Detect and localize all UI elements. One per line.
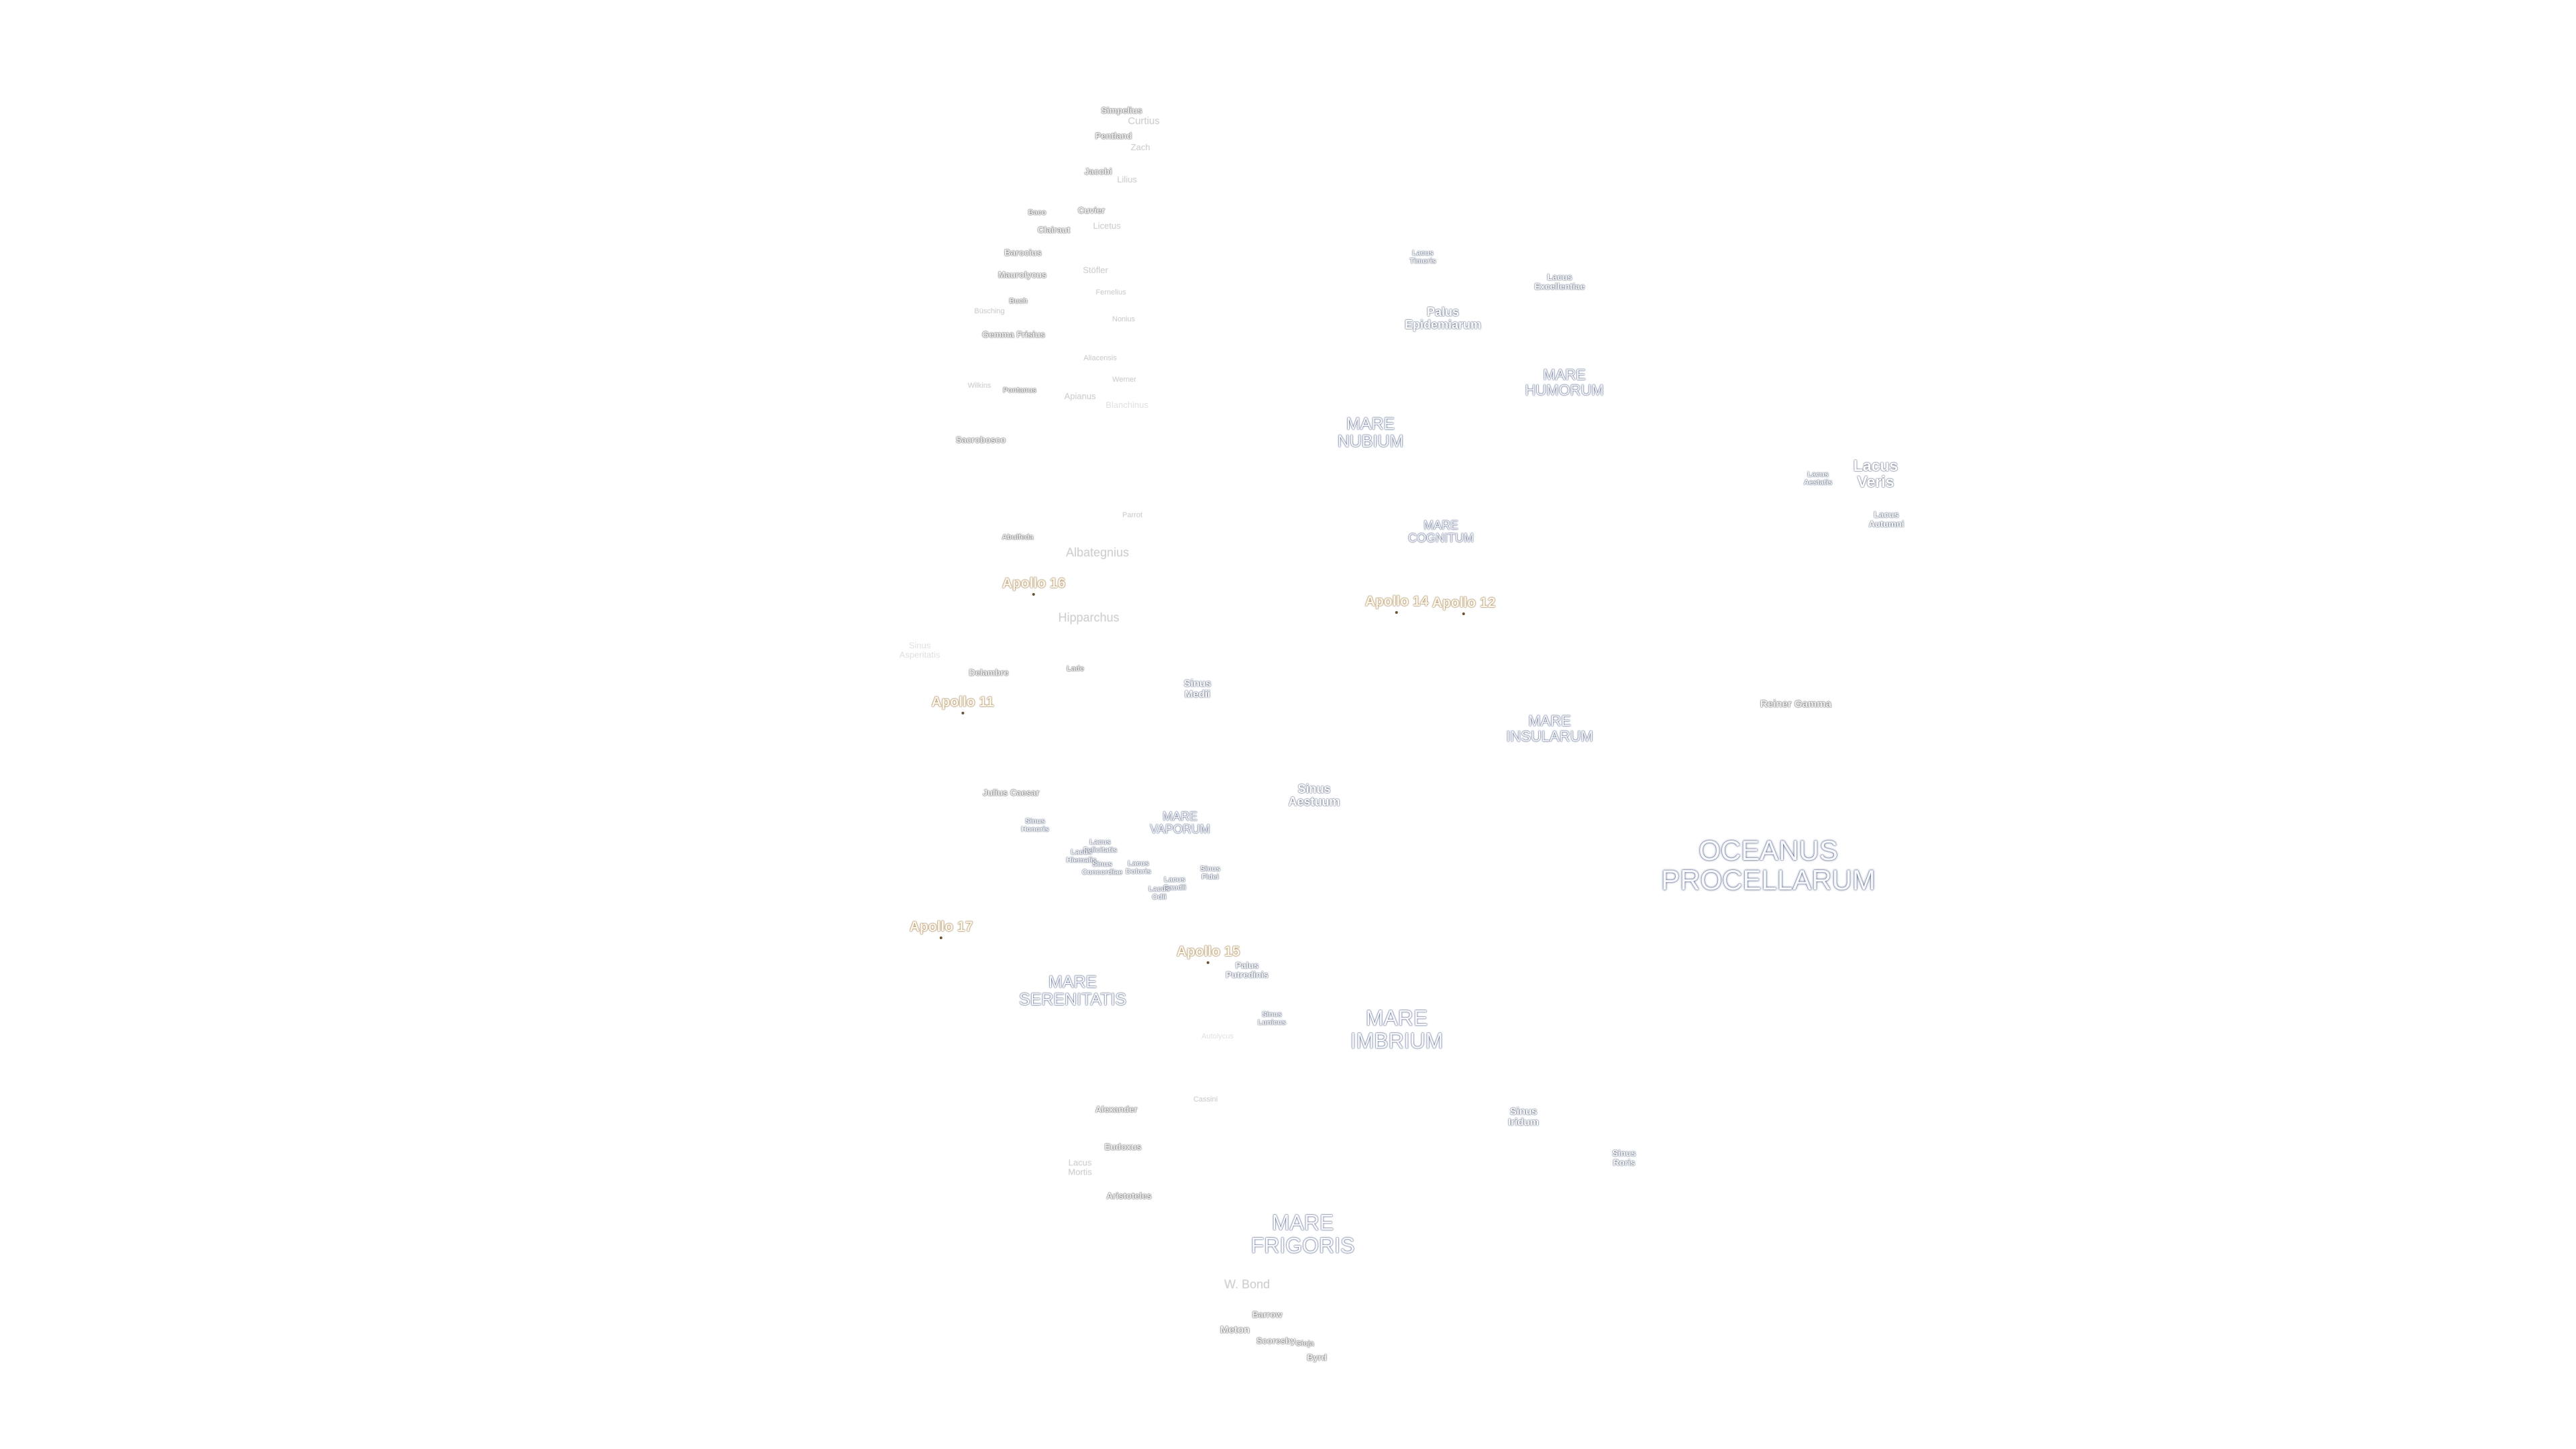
label-eudoxus: Eudoxus [1104,1142,1142,1152]
label-lacus-mortis: Lacus Mortis [1068,1157,1092,1177]
label-autolycus: Autolycus [1201,1032,1234,1041]
label-cuvier: Cuvier [1077,205,1106,216]
label-sinus-asperitatis: Sinus Asperitatis [899,640,941,659]
label-licetus: Licetus [1093,221,1121,231]
label-reiner-gamma: Reiner Gamma [1760,698,1831,710]
label-curtius: Curtius [1128,115,1160,127]
label-sinus-aestuum: Sinus Aestuum [1288,782,1340,808]
label-mare-vaporum: MARE VAPORUM [1150,810,1210,836]
label-mare-serenitatis: MARE SERENITATIS [1018,972,1127,1009]
label-barocius: Barocius [1004,248,1042,258]
label-sacrobosco: Sacrobosco [955,435,1006,445]
label-sinus-lunicus: Sinus Lunicus [1257,1010,1287,1026]
label-albategnius: Albategnius [1065,545,1130,559]
label-mare-imbrium: MARE IMBRIUM [1350,1006,1444,1053]
label-wilkins: Wilkins [967,382,991,390]
label-meton: Meton [1220,1324,1250,1336]
label-lade: Lade [1067,665,1084,674]
label-palus-putredinis: Palus Putredinis [1226,960,1269,979]
label-parrot: Parrot [1122,511,1142,520]
label-pontanus: Pontanus [1002,386,1037,395]
label-clairaut: Clairaut [1037,225,1071,235]
label-abulfeda: Abulfeda [1002,533,1034,542]
label-sinus-fidei: Sinus Fidei [1200,865,1220,881]
label-apianus: Apianus [1064,391,1096,402]
label-julius-caesar: Julius Caesar [982,788,1040,798]
label-mare-cognitum: MARE COGNITUM [1408,519,1474,545]
label-jacobi: Jacobi [1084,166,1112,177]
label-zach: Zach [1130,142,1150,153]
label-lacus-felicitatis: Lacus Felicitatis [1083,838,1118,854]
label-w-bond: W. Bond [1224,1277,1271,1291]
label-mare-frigoris: MARE FRIGORIS [1250,1210,1355,1257]
label-lacus-veris: Lacus Veris [1853,456,1898,490]
label-alexander: Alexander [1095,1104,1138,1115]
label-oceanus-procellarum: OCEANUS PROCELLARUM [1661,834,1876,896]
label-cassini: Cassini [1193,1095,1218,1104]
label-scoresby: Scoresby [1256,1336,1296,1346]
label-lilius: Lilius [1117,174,1137,185]
apollo-12-marker[interactable]: Apollo 12 [1432,594,1496,616]
apollo-14-marker[interactable]: Apollo 14 [1364,593,1429,614]
label-sinus-honoris: Sinus Honoris [1021,817,1049,833]
label-gemma-frisius: Gemma Frisius [982,329,1045,340]
label-pentland: Pentland [1095,131,1132,142]
label-sinus-medii: Sinus Medii [1183,678,1212,700]
label-simpelius: Simpelius [1101,105,1142,116]
label-buch: Buch [1009,297,1028,306]
label-byrd: Byrd [1307,1352,1327,1363]
label-busching: Büsching [974,307,1005,316]
label-lacus-excellentiae: Lacus Excellentiae [1534,272,1585,291]
apollo-17-marker[interactable]: Apollo 17 [909,918,973,940]
label-baco: Baco [1028,209,1046,217]
label-aristoteles: Aristoteles [1106,1191,1152,1201]
label-delambre: Delambre [969,667,1009,678]
label-lacus-doloris: Lacus Doloris [1126,859,1151,875]
label-lacus-odii: Lacus Odii [1148,885,1170,901]
label-sinus-concordiae: Sinus Concordiae [1081,860,1123,876]
label-mare-insularum: MARE INSULARUM [1506,712,1593,745]
label-nonius: Nonius [1112,315,1136,324]
label-blanchinus: Blanchinus [1106,400,1148,411]
label-mare-humorum: MARE HUMORUM [1525,366,1604,398]
label-palus-epidemiarum: Palus Epidemiarum [1404,305,1482,331]
apollo-11-marker[interactable]: Apollo 11 [931,694,994,715]
label-lacus-autumni: Lacus Autumni [1868,509,1904,529]
label-mare-nubium: MARE NUBIUM [1337,414,1404,451]
apollo-15-marker[interactable]: Apollo 15 [1176,943,1240,965]
label-lacus-gaudii: Lacus Gaudii [1163,875,1187,892]
label-werner: Werner [1112,376,1136,384]
label-maurolycus: Maurolycus [998,270,1047,280]
label-gioja: Gioja [1295,1340,1314,1348]
apollo-16-marker[interactable]: Apollo 16 [1002,575,1066,596]
label-barrow: Barrow [1252,1309,1283,1320]
label-aliacensis: Aliacensis [1083,354,1117,363]
label-hipparchus: Hipparchus [1058,610,1120,625]
label-lacus-timoris: Lacus Timoris [1409,249,1436,265]
label-lacus-aestatis: Lacus Aestatis [1803,470,1833,486]
label-sinus-iridum: Sinus Iridum [1508,1106,1539,1128]
label-lacus-hiemalis: Lacus Hiemalis [1066,848,1097,864]
label-sinus-roris: Sinus Roris [1612,1148,1636,1167]
label-stofler: Stöfler [1083,265,1108,276]
label-fernelius: Fernelius [1095,288,1126,297]
